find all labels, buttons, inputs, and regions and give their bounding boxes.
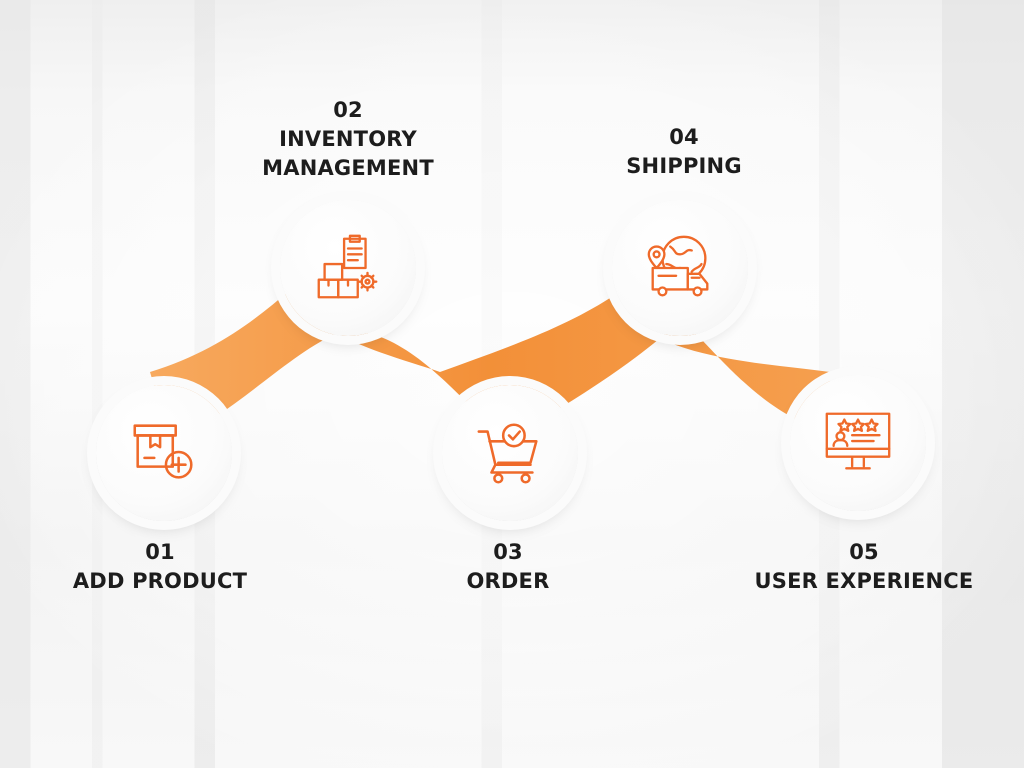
step-01-label: 01 ADD PRODUCT — [60, 538, 260, 596]
step-title: INVENTORY MANAGEMENT — [262, 127, 434, 180]
cart-check-icon — [477, 423, 538, 484]
step-05-label: 05 USER EXPERIENCE — [744, 538, 984, 596]
step-05-circle — [790, 375, 926, 511]
globe-truck-icon — [647, 235, 709, 297]
step-number: 04 — [669, 125, 699, 149]
step-number: 03 — [493, 540, 523, 564]
step-title: ORDER — [466, 569, 550, 593]
step-02-circle — [280, 200, 416, 336]
step-number: 05 — [849, 540, 879, 564]
step-title: ADD PRODUCT — [72, 569, 248, 593]
step-number: 02 — [333, 98, 363, 122]
step-number: 01 — [145, 540, 175, 564]
step-title: SHIPPING — [626, 154, 742, 178]
step-01-circle — [96, 385, 232, 521]
step-02-label: 02 INVENTORY MANAGEMENT — [238, 96, 458, 183]
inventory-clipboard-gear-icon — [317, 234, 378, 299]
step-04-circle — [612, 200, 748, 336]
step-title: USER EXPERIENCE — [754, 569, 974, 593]
step-03-label: 03 ORDER — [408, 538, 608, 596]
box-add-icon — [133, 424, 193, 479]
monitor-rating-icon — [825, 412, 891, 470]
step-03-circle — [442, 385, 578, 521]
step-04-label: 04 SHIPPING — [584, 123, 784, 181]
